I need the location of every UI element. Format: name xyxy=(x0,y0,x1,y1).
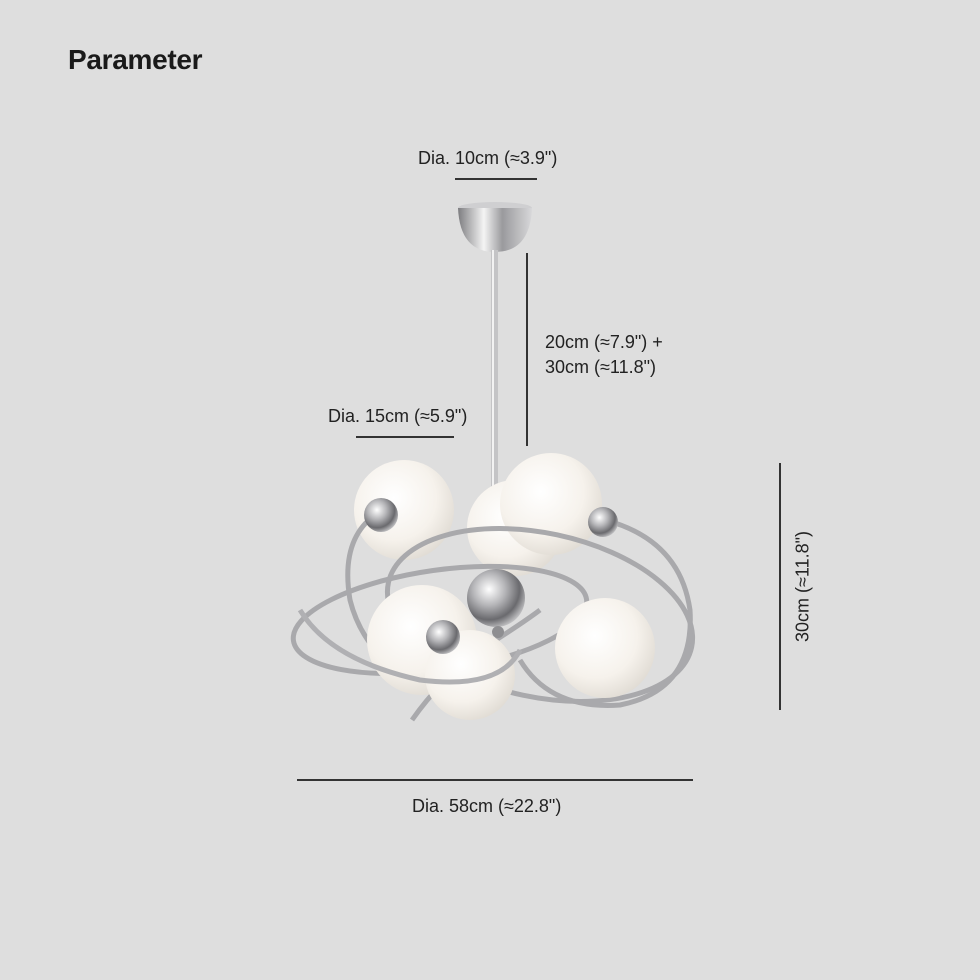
chrome-hub xyxy=(467,569,525,627)
rod-length-label-line1: 20cm (≈7.9") + xyxy=(545,332,663,352)
chrome-rings xyxy=(290,512,696,722)
canopy-diameter-label: Dia. 10cm (≈3.9") xyxy=(418,148,558,168)
rod xyxy=(491,250,498,580)
globe xyxy=(500,453,602,555)
globe-diameter-line xyxy=(356,436,454,438)
body-height-line xyxy=(779,463,781,710)
chrome-joint xyxy=(364,498,398,532)
globe xyxy=(555,598,655,698)
chrome-joint xyxy=(588,507,618,537)
canopy xyxy=(458,202,532,252)
chrome-ring-front xyxy=(297,608,523,685)
globe-diameter-label: Dia. 15cm (≈5.9") xyxy=(328,406,468,426)
globe xyxy=(354,460,454,560)
overall-diameter-line xyxy=(297,779,693,781)
overall-diameter-label: Dia. 58cm (≈22.8") xyxy=(412,796,562,816)
rod-length-line xyxy=(526,253,528,446)
rod-length-label-line2: 30cm (≈11.8") xyxy=(545,357,656,377)
canopy-diameter-line xyxy=(455,178,537,180)
chrome-joint xyxy=(426,620,460,654)
page-title: Parameter xyxy=(68,44,203,75)
